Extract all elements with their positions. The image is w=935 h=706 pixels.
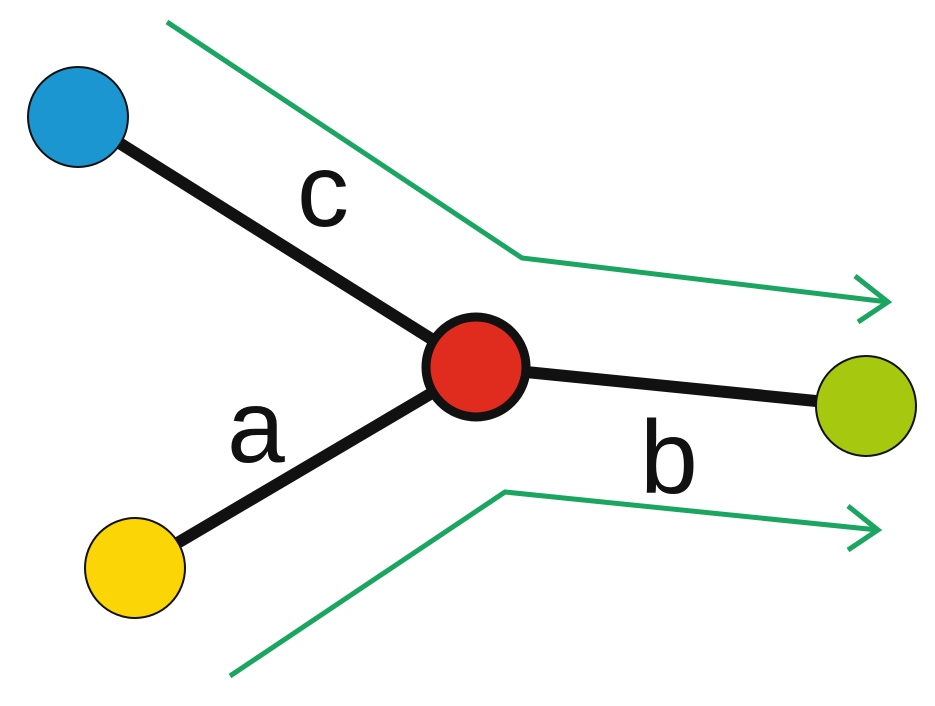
node-green <box>815 355 917 457</box>
edge-c <box>72 111 482 373</box>
flow-arrow-upper-head <box>853 274 893 325</box>
edge-label-a: a <box>227 369 285 485</box>
edge-label-b: b <box>640 400 698 516</box>
node-center <box>421 312 531 422</box>
node-yellow <box>84 517 186 619</box>
edge-a <box>129 361 482 574</box>
node-blue <box>27 66 129 168</box>
edge-b <box>470 361 872 412</box>
flow-arrow-lower <box>228 489 883 679</box>
flow-arrow-lower-line <box>228 489 879 679</box>
flow-arrow-lower-head <box>846 504 883 553</box>
flow-arrow-upper <box>165 19 893 325</box>
flow-arrow-upper-line <box>165 19 889 305</box>
edge-label-c: c <box>297 133 349 249</box>
